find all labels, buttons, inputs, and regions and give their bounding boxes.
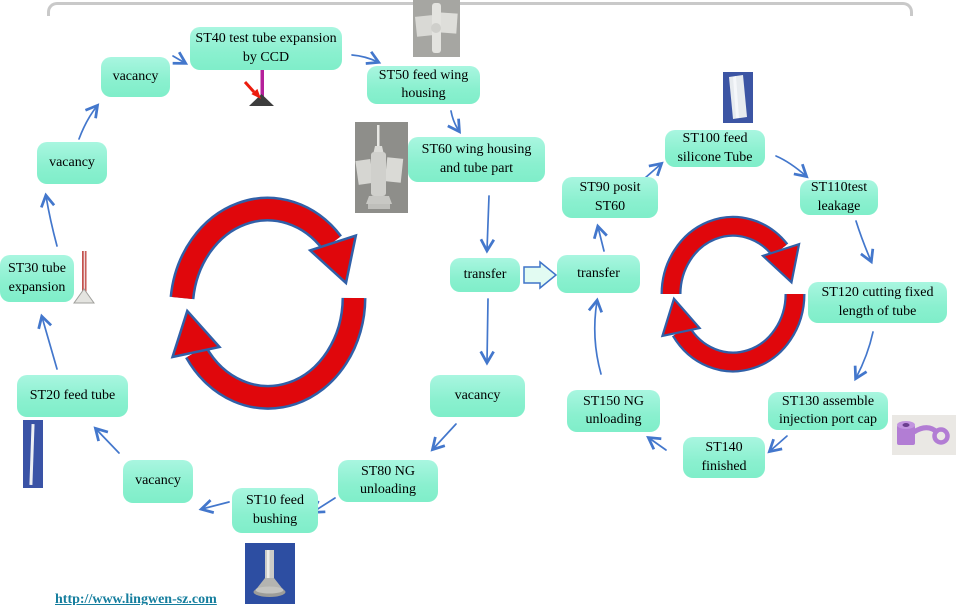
node-vacancy-center: vacancy	[430, 375, 525, 417]
node-st110: ST110test leakage	[800, 180, 878, 215]
node-st80: ST80 NG unloading	[338, 460, 438, 502]
bushing-photo	[245, 543, 295, 604]
edge-st30-vacancy	[40, 192, 58, 247]
edge-vacancy-st40	[172, 51, 189, 65]
node-st100: ST100 feed silicone Tube	[665, 130, 765, 167]
node-st20: ST20 feed tube	[17, 375, 128, 417]
node-vacancy-lower-left: vacancy	[123, 460, 193, 503]
st30-needle-pin-icon	[73, 251, 95, 304]
edge-st140-st150	[646, 435, 667, 451]
tube-photo	[23, 420, 43, 488]
winged-needle-photo	[355, 122, 408, 213]
edge-transfer-st90	[592, 223, 608, 252]
node-st150: ST150 NG unloading	[567, 390, 660, 432]
block-arrow-icon	[523, 260, 558, 290]
node-st60: ST60 wing housing and tube part	[408, 137, 545, 182]
footer-link[interactable]: http://www.lingwen-sz.com	[55, 592, 217, 605]
node-st130: ST130 assemble injection port cap	[768, 392, 888, 430]
node-transfer-right: transfer	[557, 255, 640, 293]
edge-st100-st110	[775, 155, 809, 179]
flow-arrows	[37, 50, 875, 514]
edge-st90-st100	[644, 161, 664, 179]
slide-frame-border	[47, 2, 913, 16]
edge-st20-st30	[37, 313, 58, 370]
edge-st60-transfer	[479, 195, 496, 254]
node-st50: ST50 feed wing housing	[367, 66, 480, 104]
silicone-tube-photo	[723, 72, 753, 123]
node-st140: ST140 finished	[683, 437, 765, 478]
node-vacancy-upper-left: vacancy	[37, 142, 107, 184]
left-rotary-arrows-icon	[169, 196, 367, 410]
node-st40: ST40 test tube expansion by CCD	[190, 27, 342, 70]
node-vacancy-top: vacancy	[101, 57, 170, 97]
node-st10: ST10 feed bushing	[232, 488, 318, 533]
node-st30: ST30 tube expansion	[0, 255, 74, 302]
edge-vacancy-st80	[430, 423, 457, 452]
node-st120: ST120 cutting fixed length of tube	[808, 282, 947, 323]
node-st90: ST90 posit ST60	[562, 177, 658, 218]
edge-st130-st140	[767, 435, 788, 454]
edge-st50-st60	[447, 110, 461, 134]
edge-st120-st130	[853, 331, 874, 382]
edge-st110-st120	[855, 220, 875, 265]
wing-housing-photo	[413, 0, 460, 57]
injection-cap-photo	[892, 415, 956, 455]
edge-st10-vacancy	[198, 499, 230, 514]
edge-transfer-vacancy	[479, 298, 495, 366]
edge-st40-st50	[351, 50, 382, 65]
edge-st150-transfer	[587, 297, 603, 375]
node-transfer-left: transfer	[450, 258, 520, 292]
edge-vacancy-vacancy-top	[78, 103, 100, 140]
right-rotary-arrows-icon	[660, 215, 806, 373]
edge-vacancy-st20	[93, 426, 120, 454]
st40-needle-pin-icon	[243, 70, 274, 106]
